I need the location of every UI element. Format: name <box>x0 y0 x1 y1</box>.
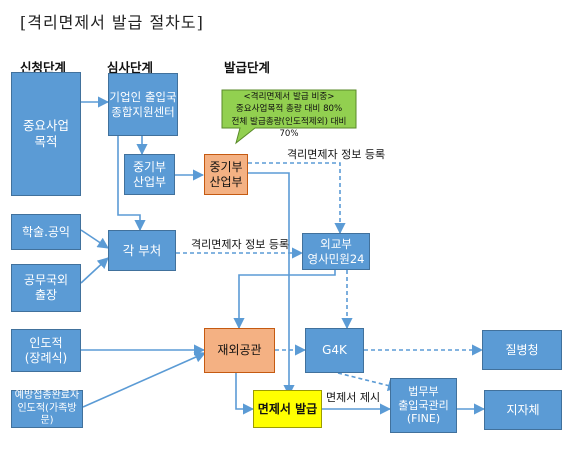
arrow-g4k-to-moj <box>337 372 400 391</box>
box-local-government: 지자체 <box>484 390 562 430</box>
arrow-mss-issue-to-certificate <box>248 172 295 397</box>
box-academic: 학술.공익 <box>11 214 81 250</box>
box-g4k: G4K <box>305 328 364 373</box>
box-mofa: 외교부 영사민원24 <box>302 233 370 270</box>
arrow-kotra-to-ministries <box>117 136 146 232</box>
callout-bubble <box>221 89 357 145</box>
arrow-official-to-ministries <box>80 257 109 284</box>
box-embassy: 재외공관 <box>204 328 275 373</box>
arrow-embassy-to-certificate <box>235 373 255 415</box>
edge-label-info-register-mid: 격리면제자 정보 등록 <box>191 238 290 251</box>
diagram-title: [격리면제서 발급 절차도] <box>20 13 204 32</box>
edge-label-submit: 면제서 제시 <box>326 391 381 404</box>
box-mss-review: 중기부 산업부 <box>124 154 175 195</box>
box-business-purpose: 중요사업 목적 <box>11 72 81 196</box>
box-kotra-center: 기업인 출입국 종합지원센터 <box>108 73 178 136</box>
arrow-mss-to-mofa <box>248 162 346 235</box>
box-public-official: 공무국외 출장 <box>11 264 81 312</box>
arrow-academic-to-ministries <box>80 229 109 249</box>
stage-label-apply: 신청단계 <box>20 60 67 75</box>
stage-label-issue: 발급단계 <box>224 60 271 75</box>
box-vaccinated: 예방접종완료자 인도적(가족방문) <box>11 390 83 428</box>
box-humanitarian: 인도적 (장례식) <box>11 329 81 372</box>
box-kdca: 질병청 <box>482 330 562 370</box>
box-certificate: 면제서 발급 <box>253 390 322 428</box>
arrow-vaccinated-to-embassy <box>82 351 207 408</box>
callout-text: <격리면제서 발급 비중> 중요사업목적 총량 대비 80% 전체 발급총량(인… <box>231 92 347 140</box>
box-moj: 법무부 출입국관리 (FINE) <box>390 378 457 433</box>
stage-label-review: 심사단계 <box>107 60 154 75</box>
box-ministries: 각 부처 <box>108 230 176 271</box>
arrow-mofa-to-embassy <box>233 270 336 330</box>
box-mss-issue: 중기부 산업부 <box>204 154 248 195</box>
edge-label-info-register-top: 격리면제자 정보 등록 <box>287 148 386 161</box>
